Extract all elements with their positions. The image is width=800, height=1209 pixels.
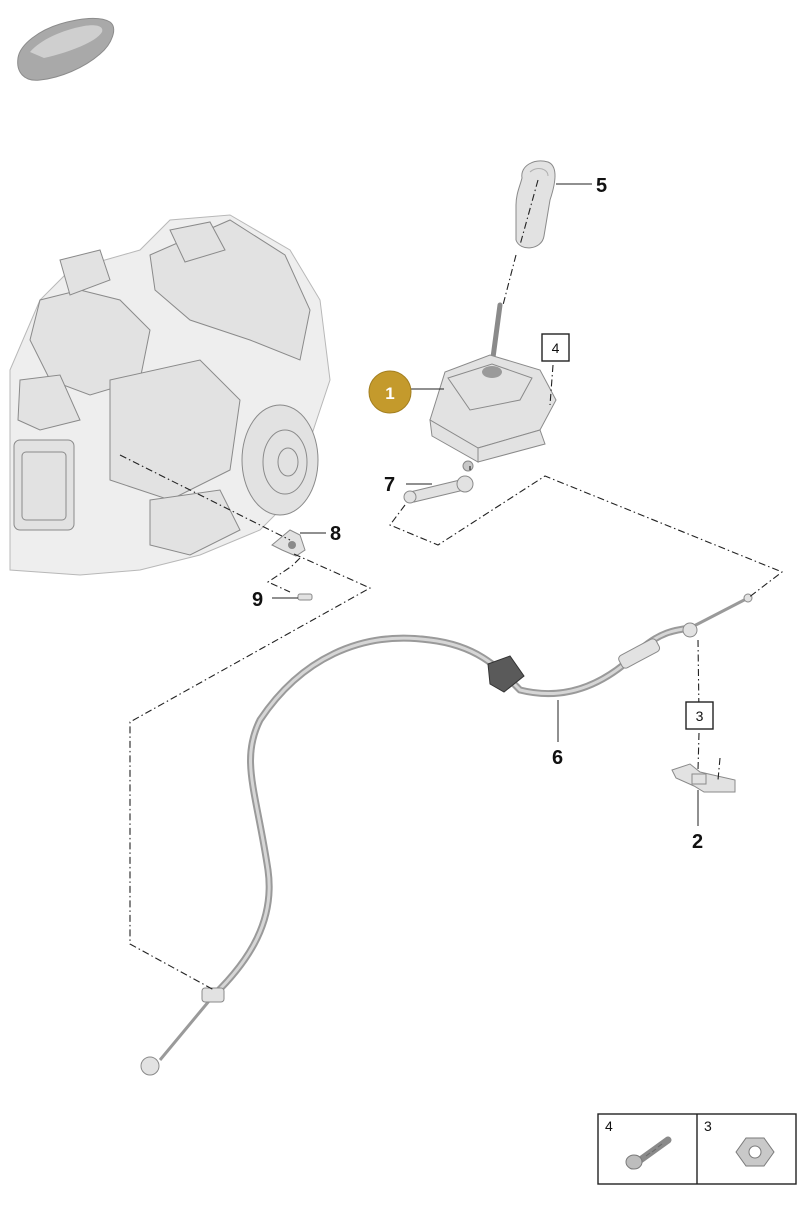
bolt-icon <box>625 1136 672 1170</box>
callout-4-box[interactable]: 4 <box>541 333 570 362</box>
svg-text:4: 4 <box>552 340 560 356</box>
callout-3-box[interactable]: 3 <box>685 701 714 730</box>
hex-nut-icon <box>735 1137 775 1167</box>
highlight-badge <box>368 370 412 414</box>
callout-9[interactable]: 9 <box>252 589 263 611</box>
leader-lines <box>272 183 699 826</box>
bracket-part <box>271 529 306 557</box>
rod-part <box>403 475 474 504</box>
svg-text:4: 4 <box>605 1118 613 1134</box>
callout-5[interactable]: 5 <box>596 175 607 197</box>
screw-part <box>297 593 313 601</box>
fastener-legend: 4 3 <box>597 1113 797 1185</box>
callout-7[interactable]: 7 <box>384 474 395 496</box>
svg-text:3: 3 <box>696 708 704 724</box>
assembly-lines <box>119 179 784 991</box>
gear-knob <box>515 160 556 249</box>
svg-text:5: 5 <box>596 175 607 197</box>
legend-cell-nut[interactable]: 3 <box>704 1118 775 1167</box>
callout-8[interactable]: 8 <box>330 523 341 545</box>
shift-lever-housing <box>429 302 557 472</box>
svg-text:8: 8 <box>330 523 341 545</box>
svg-text:7: 7 <box>384 474 395 496</box>
svg-text:1: 1 <box>385 384 394 403</box>
svg-text:2: 2 <box>692 831 703 853</box>
callout-2[interactable]: 2 <box>692 831 703 853</box>
legend-cell-bolt[interactable]: 4 <box>605 1118 672 1170</box>
transmission-illustration <box>9 214 331 576</box>
svg-text:3: 3 <box>704 1118 712 1134</box>
svg-text:9: 9 <box>252 589 263 611</box>
car-silhouette-icon <box>17 17 115 81</box>
callout-1-badge[interactable]: 1 <box>368 370 412 414</box>
shift-cable <box>140 593 753 1076</box>
callout-6[interactable]: 6 <box>552 747 563 769</box>
nut-bracket <box>671 763 736 793</box>
svg-text:6: 6 <box>552 747 563 769</box>
